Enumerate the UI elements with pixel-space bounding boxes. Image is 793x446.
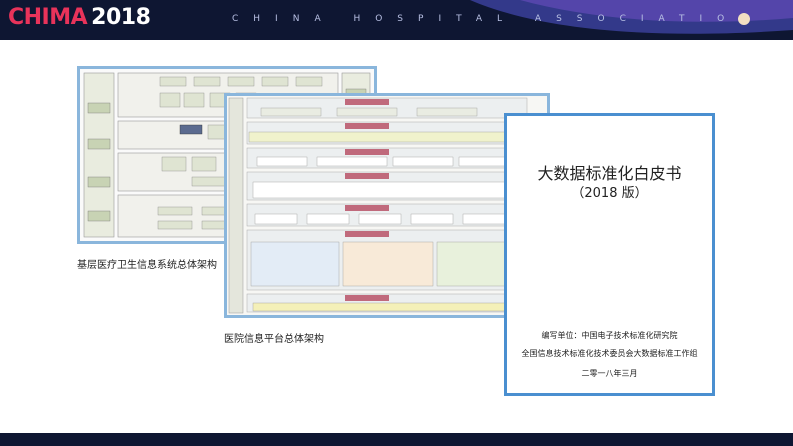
- accent-dot: [738, 13, 750, 25]
- primary-care-architecture-caption: 基层医疗卫生信息系统总体架构: [77, 260, 217, 271]
- banner-wave-decoration: [470, 0, 793, 34]
- hospital-platform-architecture-caption: 医院信息平台总体架构: [224, 334, 324, 345]
- whitepaper-edition: （2018 版）: [571, 186, 648, 201]
- logo-chima-text: CHIMA: [8, 5, 88, 30]
- hospital-platform-architecture-image: [224, 93, 550, 318]
- whitepaper-date: 二零一八年三月: [581, 369, 638, 378]
- whitepaper-title: 大数据标准化白皮书: [537, 164, 682, 183]
- hospital-platform-diagram-graphic: [227, 96, 547, 315]
- whitepaper-editor-group: 全国信息技术标准化技术委员会大数据标准工作组: [521, 349, 698, 358]
- association-name: CHINA HOSPITAL ASSOCIATION: [232, 14, 761, 24]
- whitepaper-cover: 大数据标准化白皮书 （2018 版） 编写单位：中国电子技术标准化研究院 全国信…: [504, 113, 715, 396]
- logo-year-text: 2018: [91, 5, 151, 30]
- whitepaper-editor-unit: 编写单位：中国电子技术标准化研究院: [541, 331, 678, 340]
- bottom-bar: [0, 433, 793, 446]
